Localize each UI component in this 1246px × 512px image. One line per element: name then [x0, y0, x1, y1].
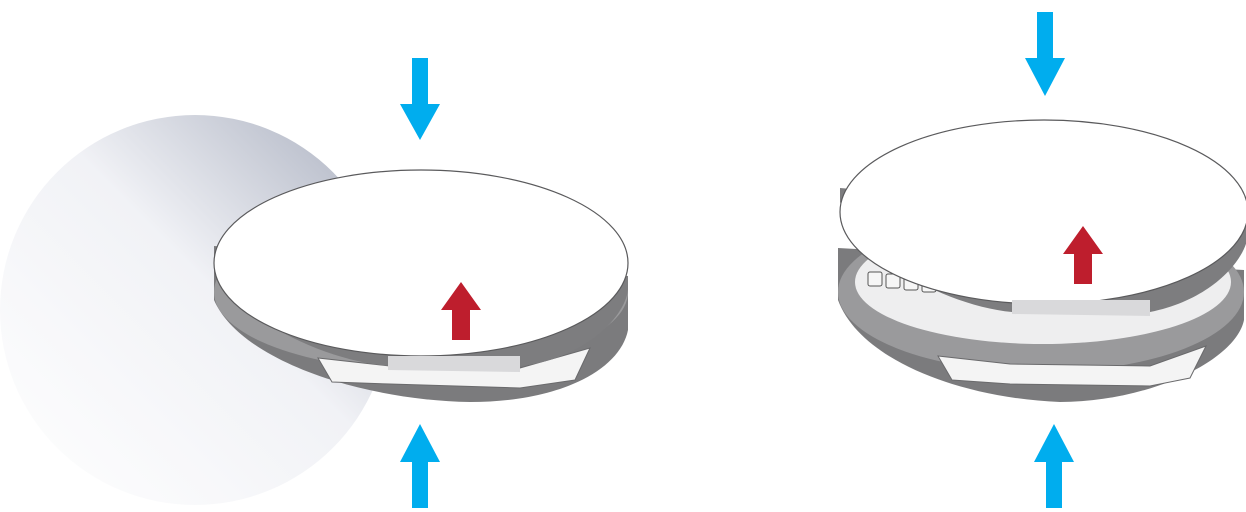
- press-down-arrow: [1025, 12, 1065, 96]
- panel-opening: [838, 12, 1246, 508]
- cell-slot: [867, 271, 883, 287]
- arrow-down-icon: [1025, 12, 1065, 96]
- arrow-up-icon: [1063, 226, 1103, 284]
- hinge-tab: [1012, 300, 1150, 316]
- arrow-down-icon: [400, 58, 440, 140]
- panel-closed: [0, 58, 629, 508]
- arrow-up-icon: [441, 282, 481, 340]
- hinge-tab: [388, 356, 520, 372]
- base-slot: [937, 345, 1208, 387]
- arrow-up-icon: [1034, 424, 1074, 508]
- lid-lift-arrow: [1063, 226, 1103, 284]
- press-up-arrow: [400, 424, 440, 508]
- lid: [213, 169, 629, 372]
- lid: [839, 119, 1246, 316]
- arrow-up-icon: [400, 424, 440, 508]
- lid-face: [213, 169, 629, 357]
- lid-face: [839, 119, 1246, 305]
- press-up-arrow: [1034, 424, 1074, 508]
- lid-lift-arrow: [441, 282, 481, 340]
- press-down-arrow: [400, 58, 440, 140]
